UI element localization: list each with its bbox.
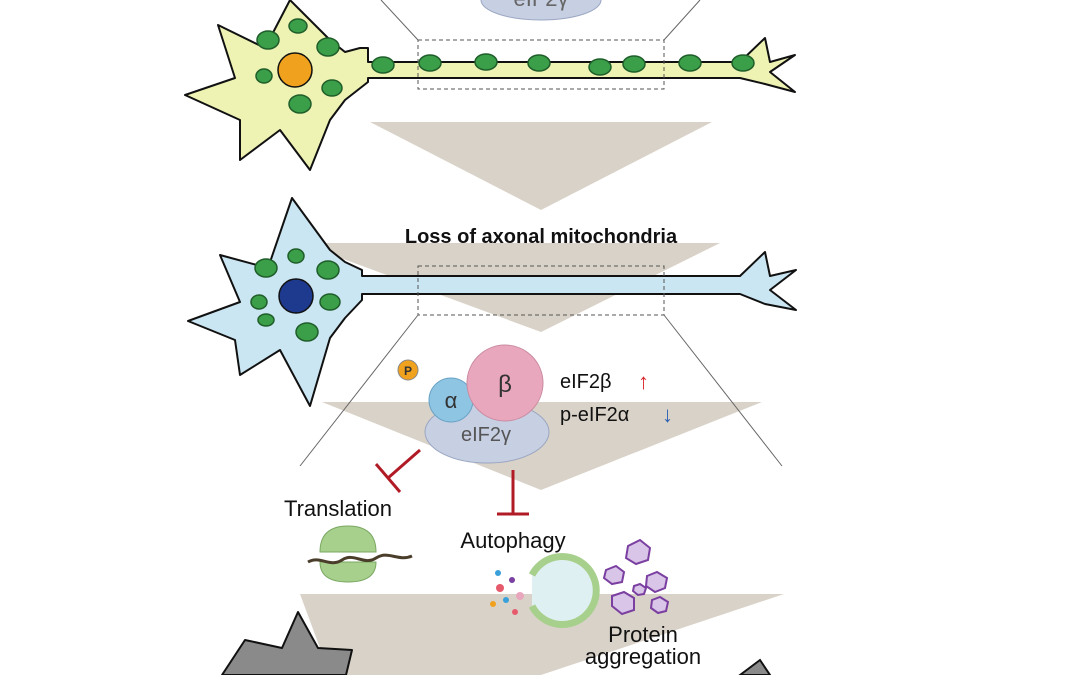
change-arrow-up: ↑ [638,369,649,394]
autophagosome-icon [490,553,600,628]
protein-aggregate-icon [602,538,670,616]
nucleus-mito-loss [278,278,314,314]
autophagy-label: Autophagy [460,528,565,553]
change-label-beta: eIF2β [560,371,612,393]
flow-arrow-4 [300,594,784,675]
gamma-label: eIF2γ [461,424,511,446]
change-label-alpha: p-eIF2α [560,404,629,426]
inhibit-translation [387,448,421,480]
protein-label-line1: Protein [608,622,678,647]
healthy-neuron [184,0,796,171]
top-complex-label: eIF2γ [513,0,568,11]
zoom-box-top [417,39,665,90]
eif2-complex: P α β eIF2γ [397,344,550,464]
inhibition-arrows [374,448,529,516]
protein-label-line2: aggregation [585,644,701,669]
mitochondria-soma [250,248,341,342]
zoom-box-middle [417,265,665,316]
flow-arrow-1 [370,122,712,210]
mito-loss-neuron [187,197,797,467]
phospho-label: P [404,364,412,378]
translation-label: Translation [284,496,392,521]
top-complex-partial: eIF2γ [380,0,701,41]
mitochondria-healthy [255,18,755,114]
alpha-label: α [445,388,458,413]
title-label: Loss of axonal mitochondria [405,226,678,248]
degenerating-neuron [221,611,772,675]
ribosome-icon [307,525,413,583]
change-arrow-down: ↓ [662,402,673,427]
nucleus-healthy [277,52,313,88]
expression-changes: eIF2β ↑ p-eIF2α ↓ [560,369,673,427]
beta-label: β [498,371,512,398]
phospho-badge [397,359,419,381]
beta-subunit [466,344,544,422]
